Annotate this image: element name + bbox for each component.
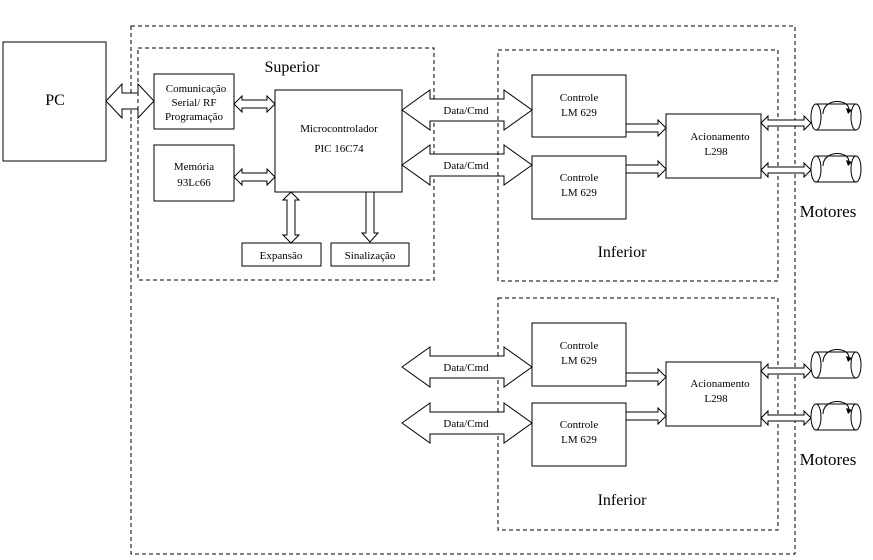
mcu-controller2-bus: Data/Cmd: [401, 144, 533, 186]
motor-icon: [810, 401, 862, 431]
mcu-line1: Microcontrolador: [300, 123, 378, 135]
bus-label: Data/Cmd: [443, 418, 489, 430]
controller-line1: Controle: [560, 419, 599, 431]
lower-motors-label: Motores: [800, 450, 857, 469]
motor-icon: [810, 101, 862, 131]
lower-controller2-block: Controle LM 629: [531, 402, 627, 467]
controller-line2: LM 629: [561, 355, 597, 367]
bus-label: Data/Cmd: [443, 362, 489, 374]
memory-line2: 93Lc66: [177, 177, 211, 189]
controller-line2: LM 629: [561, 434, 597, 446]
lower-controller1-driver-link: [625, 367, 667, 387]
bus-label: Data/Cmd: [443, 160, 489, 172]
comm-line1: Comunicação: [166, 83, 227, 95]
upper-driver-motor1-link: [760, 114, 812, 132]
controller-line1: Controle: [560, 92, 599, 104]
upper-controller1-driver-link: [625, 118, 667, 138]
controller-line1: Controle: [560, 340, 599, 352]
expansion-block: Expansão: [241, 242, 322, 267]
controller-line2: LM 629: [561, 107, 597, 119]
mcu-block: Microcontrolador PIC 16C74: [274, 89, 403, 193]
upper-controller2-block: Controle LM 629: [531, 155, 627, 220]
motor-icon: [810, 153, 862, 183]
superior-group: Superior Comunicação Serial/ RF Programa…: [137, 47, 435, 281]
driver-line1: Acionamento: [690, 378, 750, 390]
mcu-line2: PIC 16C74: [314, 143, 364, 155]
upper-controller2-driver-link: [625, 159, 667, 179]
pc-comm-link: [105, 82, 155, 120]
memory-block: Memória 93Lc66: [153, 144, 235, 202]
signaling-block: Sinalização: [330, 242, 410, 267]
motor-icon: [810, 349, 862, 379]
upper-controller1-block: Controle LM 629: [531, 74, 627, 138]
driver-line2: L298: [704, 393, 728, 405]
memory-mcu-link: [233, 167, 276, 187]
mcu-controller1-bus: Data/Cmd: [401, 89, 533, 131]
mcu-signaling-link: [360, 191, 380, 243]
upper-driver-block: Acionamento L298: [665, 113, 762, 179]
comm-line2: Serial/ RF: [172, 97, 217, 109]
signaling-label: Sinalização: [345, 250, 396, 262]
memory-line1: Memória: [174, 161, 214, 173]
lower-controller1-block: Controle LM 629: [531, 322, 627, 387]
pc-block: PC: [2, 41, 107, 162]
comm-mcu-link: [233, 94, 276, 114]
controller-line2: LM 629: [561, 187, 597, 199]
comm-block: Comunicação Serial/ RF Programação: [153, 73, 235, 130]
lower-driver-motor1-link: [760, 362, 812, 380]
lower-controller1-bus: Data/Cmd: [401, 346, 533, 388]
pc-label: PC: [45, 92, 65, 109]
controller-line1: Controle: [560, 172, 599, 184]
driver-line2: L298: [704, 146, 728, 158]
lower-inferior-title: Inferior: [598, 492, 648, 509]
upper-driver-motor2-link: [760, 161, 812, 179]
system-boundary: [130, 25, 796, 555]
lower-controller2-bus: Data/Cmd: [401, 402, 533, 444]
upper-inferior-title: Inferior: [598, 244, 648, 261]
lower-inferior-group: Inferior Controle LM 629 Controle LM 629…: [497, 297, 779, 531]
lower-driver-block: Acionamento L298: [665, 361, 762, 427]
superior-title: Superior: [264, 59, 320, 76]
upper-motors-label: Motores: [800, 202, 857, 221]
lower-driver-motor2-link: [760, 409, 812, 427]
expansion-label: Expansão: [260, 250, 303, 262]
driver-line1: Acionamento: [690, 131, 750, 143]
upper-inferior-group: Inferior Controle LM 629 Controle LM 629…: [497, 49, 779, 282]
mcu-expansion-link: [281, 191, 301, 244]
bus-label: Data/Cmd: [443, 105, 489, 117]
comm-line3: Programação: [165, 111, 224, 123]
lower-controller2-driver-link: [625, 406, 667, 426]
